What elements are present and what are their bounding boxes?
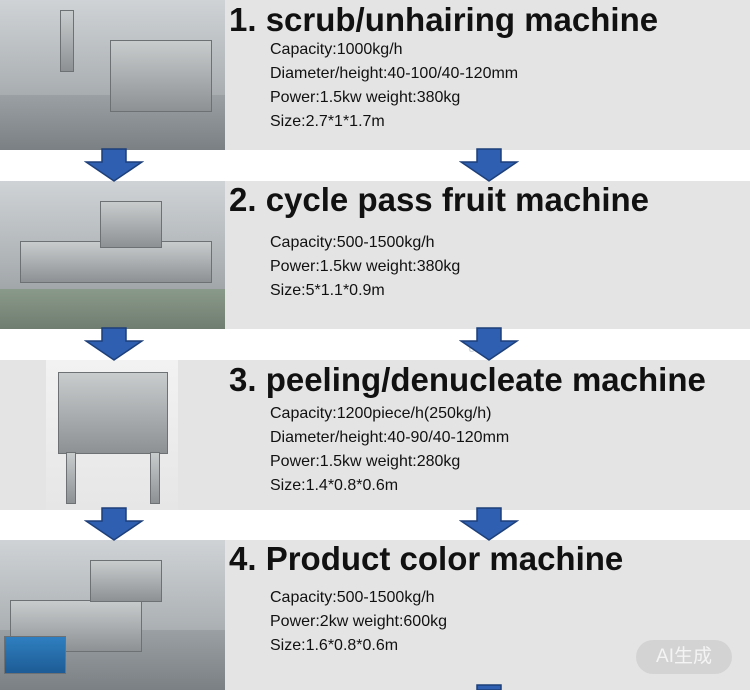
spec-capacity: Capacity:1000kg/h	[270, 41, 403, 58]
spec-power-weight: Power:1.5kw weight:380kg	[270, 258, 461, 275]
ai-generated-badge: AI生成	[636, 640, 732, 674]
spec-capacity: Capacity:1200piece/h(250kg/h)	[270, 405, 492, 422]
cycle-pass-machine-photo	[0, 181, 225, 329]
section-3-specs: Capacity:1200piece/h(250kg/h) Diameter/h…	[270, 402, 509, 498]
spec-capacity: Capacity:500-1500kg/h	[270, 234, 435, 251]
section-1-specs: Capacity:1000kg/h Diameter/height:40-100…	[270, 38, 518, 134]
down-arrow-icon	[459, 148, 519, 182]
down-arrow-icon	[476, 684, 502, 690]
down-arrow-icon	[84, 327, 144, 361]
down-arrow-icon	[84, 148, 144, 182]
color-machine-photo	[0, 540, 225, 690]
down-arrow-icon	[459, 327, 519, 361]
section-2-title: 2. cycle pass fruit machine	[229, 181, 650, 218]
section-2-specs: Capacity:500-1500kg/h Power:1.5kw weight…	[270, 231, 460, 303]
down-arrow-icon	[459, 507, 519, 541]
spec-power-weight: Power:1.5kw weight:380kg	[270, 89, 461, 106]
peeling-machine-photo	[46, 360, 178, 510]
section-3-title: 3. peeling/denucleate machine	[229, 361, 706, 398]
scrub-machine-photo	[0, 0, 225, 150]
spec-power-weight: Power:2kw weight:600kg	[270, 613, 447, 630]
down-arrow-icon	[84, 507, 144, 541]
spec-diameter-height: Diameter/height:40-90/40-120mm	[270, 429, 510, 446]
spec-size: Size:1.4*0.8*0.6m	[270, 477, 399, 494]
section-4-title: 4. Product color machine	[229, 540, 624, 577]
spec-size: Size:5*1.1*0.9m	[270, 282, 385, 299]
spec-capacity: Capacity:500-1500kg/h	[270, 589, 435, 606]
spec-power-weight: Power:1.5kw weight:280kg	[270, 453, 461, 470]
section-1-title: 1. scrub/unhairing machine	[229, 1, 659, 38]
spec-size: Size:2.7*1*1.7m	[270, 113, 385, 130]
section-4-specs: Capacity:500-1500kg/h Power:2kw weight:6…	[270, 586, 447, 658]
spec-diameter-height: Diameter/height:40-100/40-120mm	[270, 65, 519, 82]
spec-size: Size:1.6*0.8*0.6m	[270, 637, 399, 654]
